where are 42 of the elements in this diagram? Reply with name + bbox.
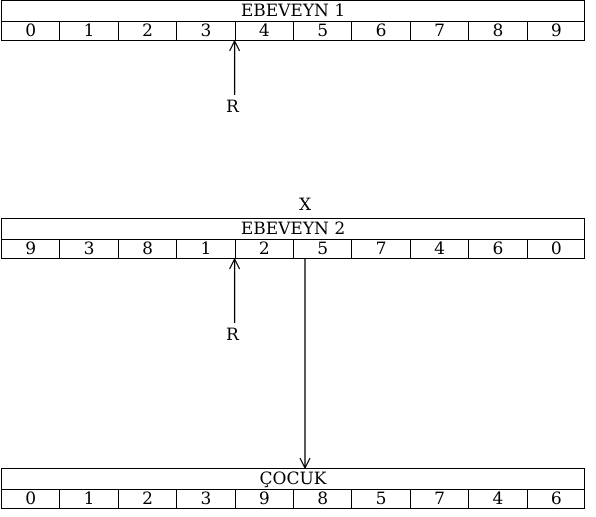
gene-cell: 0	[1, 489, 60, 509]
arrow	[229, 258, 240, 323]
gene-cell: 8	[118, 239, 176, 259]
gene-cell: 2	[118, 489, 176, 509]
chromosome-table	[1, 468, 585, 509]
gene-cell: 2	[234, 239, 293, 259]
gene-cell: 9	[234, 489, 293, 509]
gene-cell: 7	[351, 239, 410, 259]
gene-cell: 8	[468, 21, 527, 41]
gene-cell: 4	[234, 21, 293, 41]
gene-cell: 7	[410, 21, 468, 41]
gene-cell: 0	[1, 21, 60, 41]
gene-cell: 3	[59, 239, 118, 259]
gene-cell: 6	[526, 489, 585, 509]
gene-cell: 3	[176, 21, 235, 41]
arrow	[229, 40, 240, 95]
gene-cell: 6	[468, 239, 527, 259]
gene-cell: 1	[59, 489, 118, 509]
gene-cell: 9	[1, 239, 60, 259]
table-header: EBEVEYN 2	[240, 219, 346, 239]
crossover-symbol: X	[299, 195, 312, 215]
gene-cell: 8	[293, 489, 352, 509]
gene-cell: 2	[118, 21, 176, 41]
gene-cell: 5	[293, 21, 352, 41]
arrow	[299, 259, 311, 469]
gene-cell: 5	[351, 489, 410, 509]
gene-cell: 6	[351, 21, 410, 41]
gene-cell: 9	[526, 21, 585, 41]
table-header: EBEVEYN 1	[240, 1, 346, 21]
gene-cell: 1	[176, 239, 235, 259]
table-header: ÇOCUK	[260, 469, 326, 489]
gene-cell: 1	[59, 21, 118, 41]
gene-cell: 3	[176, 489, 235, 509]
chromosome-table	[1, 0, 585, 41]
gene-cell: 5	[293, 239, 352, 259]
cut-point-label: R	[226, 97, 239, 117]
chromosome-table	[1, 218, 585, 259]
gene-cell: 7	[410, 489, 468, 509]
cut-point-label: R	[226, 325, 239, 345]
gene-cell: 4	[468, 489, 527, 509]
gene-cell: 0	[526, 239, 585, 259]
gene-cell: 4	[410, 239, 468, 259]
